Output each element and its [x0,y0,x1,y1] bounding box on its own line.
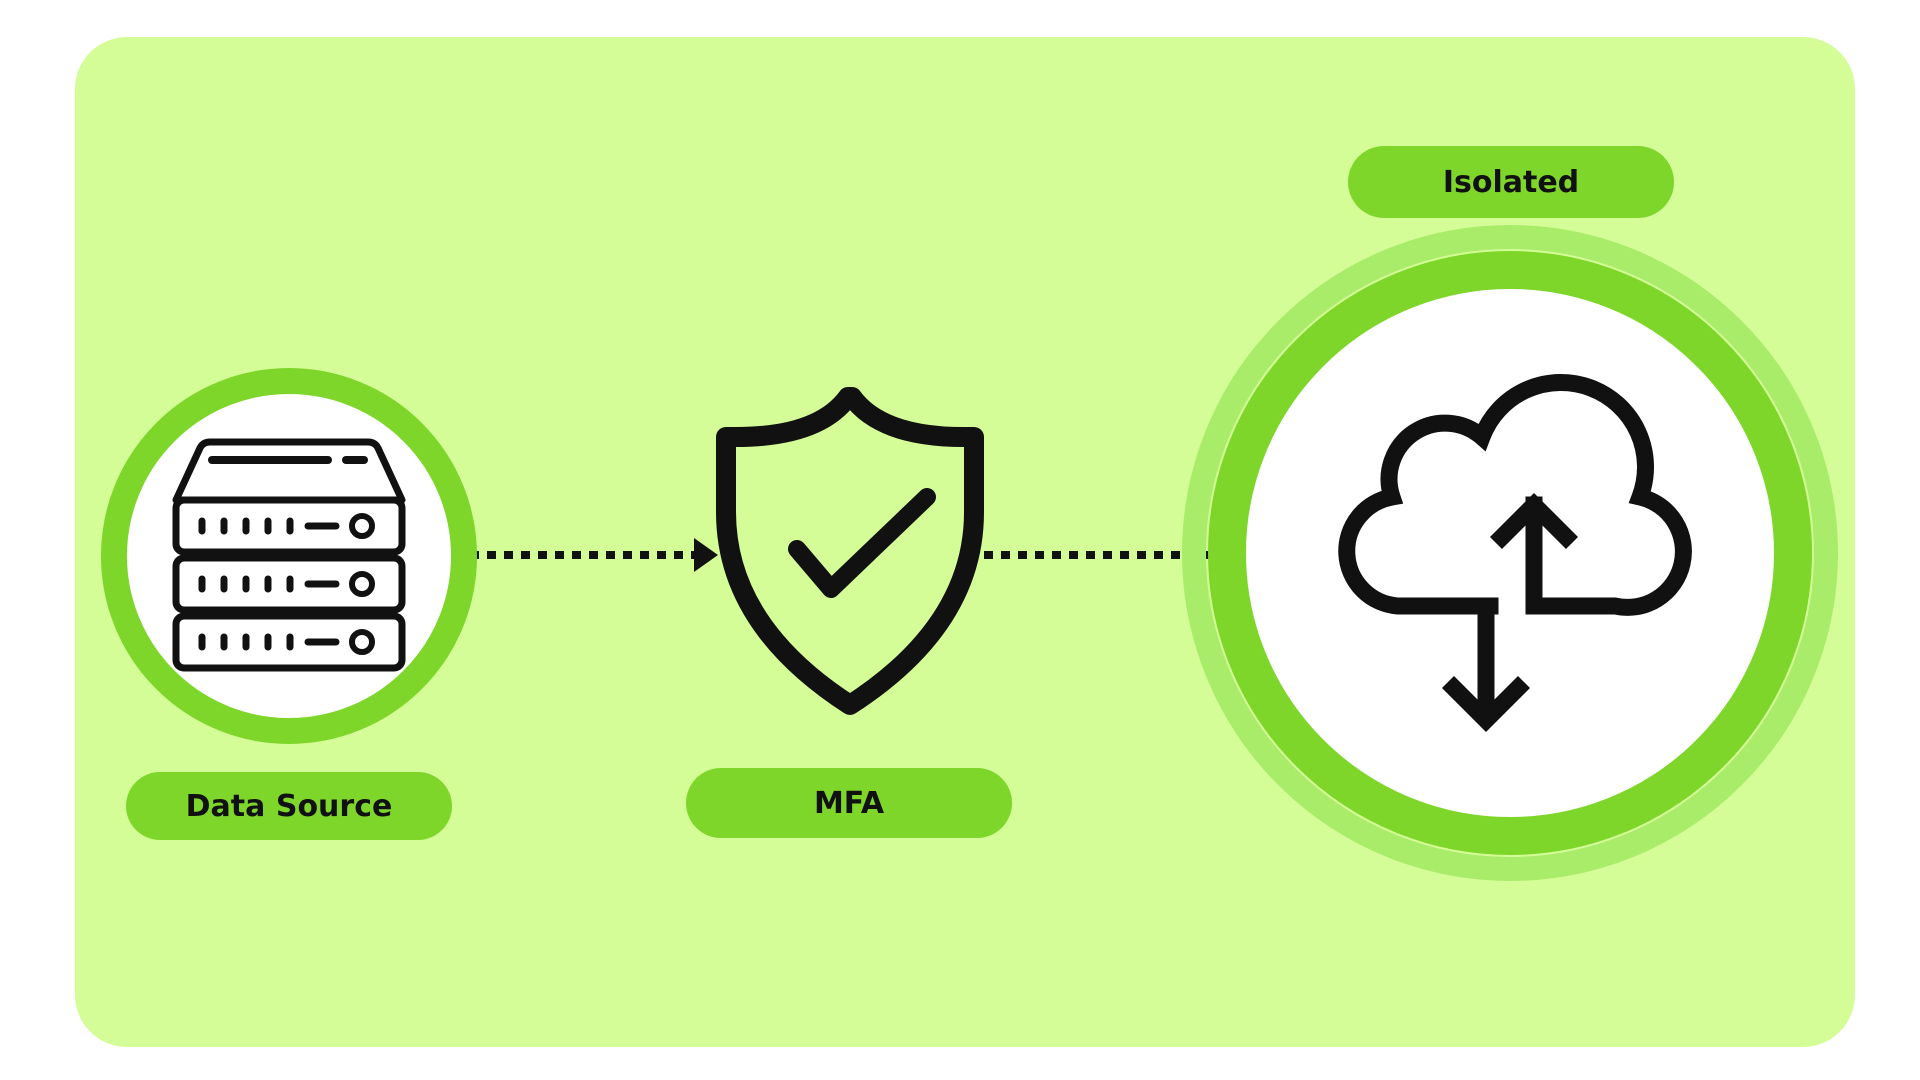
isolated-label: Isolated [1348,146,1674,218]
isolated-outer-ring [1182,225,1838,881]
mfa-label: MFA [686,768,1012,838]
isolated-circle [1208,251,1812,855]
data-source-node [101,368,477,744]
connector-datasource-mfa [452,538,718,572]
arrowhead-right-icon [694,538,718,572]
shield-check-icon [716,387,984,715]
server-rack-icon [172,438,406,672]
isolated-node [1182,225,1838,881]
data-source-label: Data Source [126,772,452,840]
cloud-upload-download-icon [1338,374,1692,733]
